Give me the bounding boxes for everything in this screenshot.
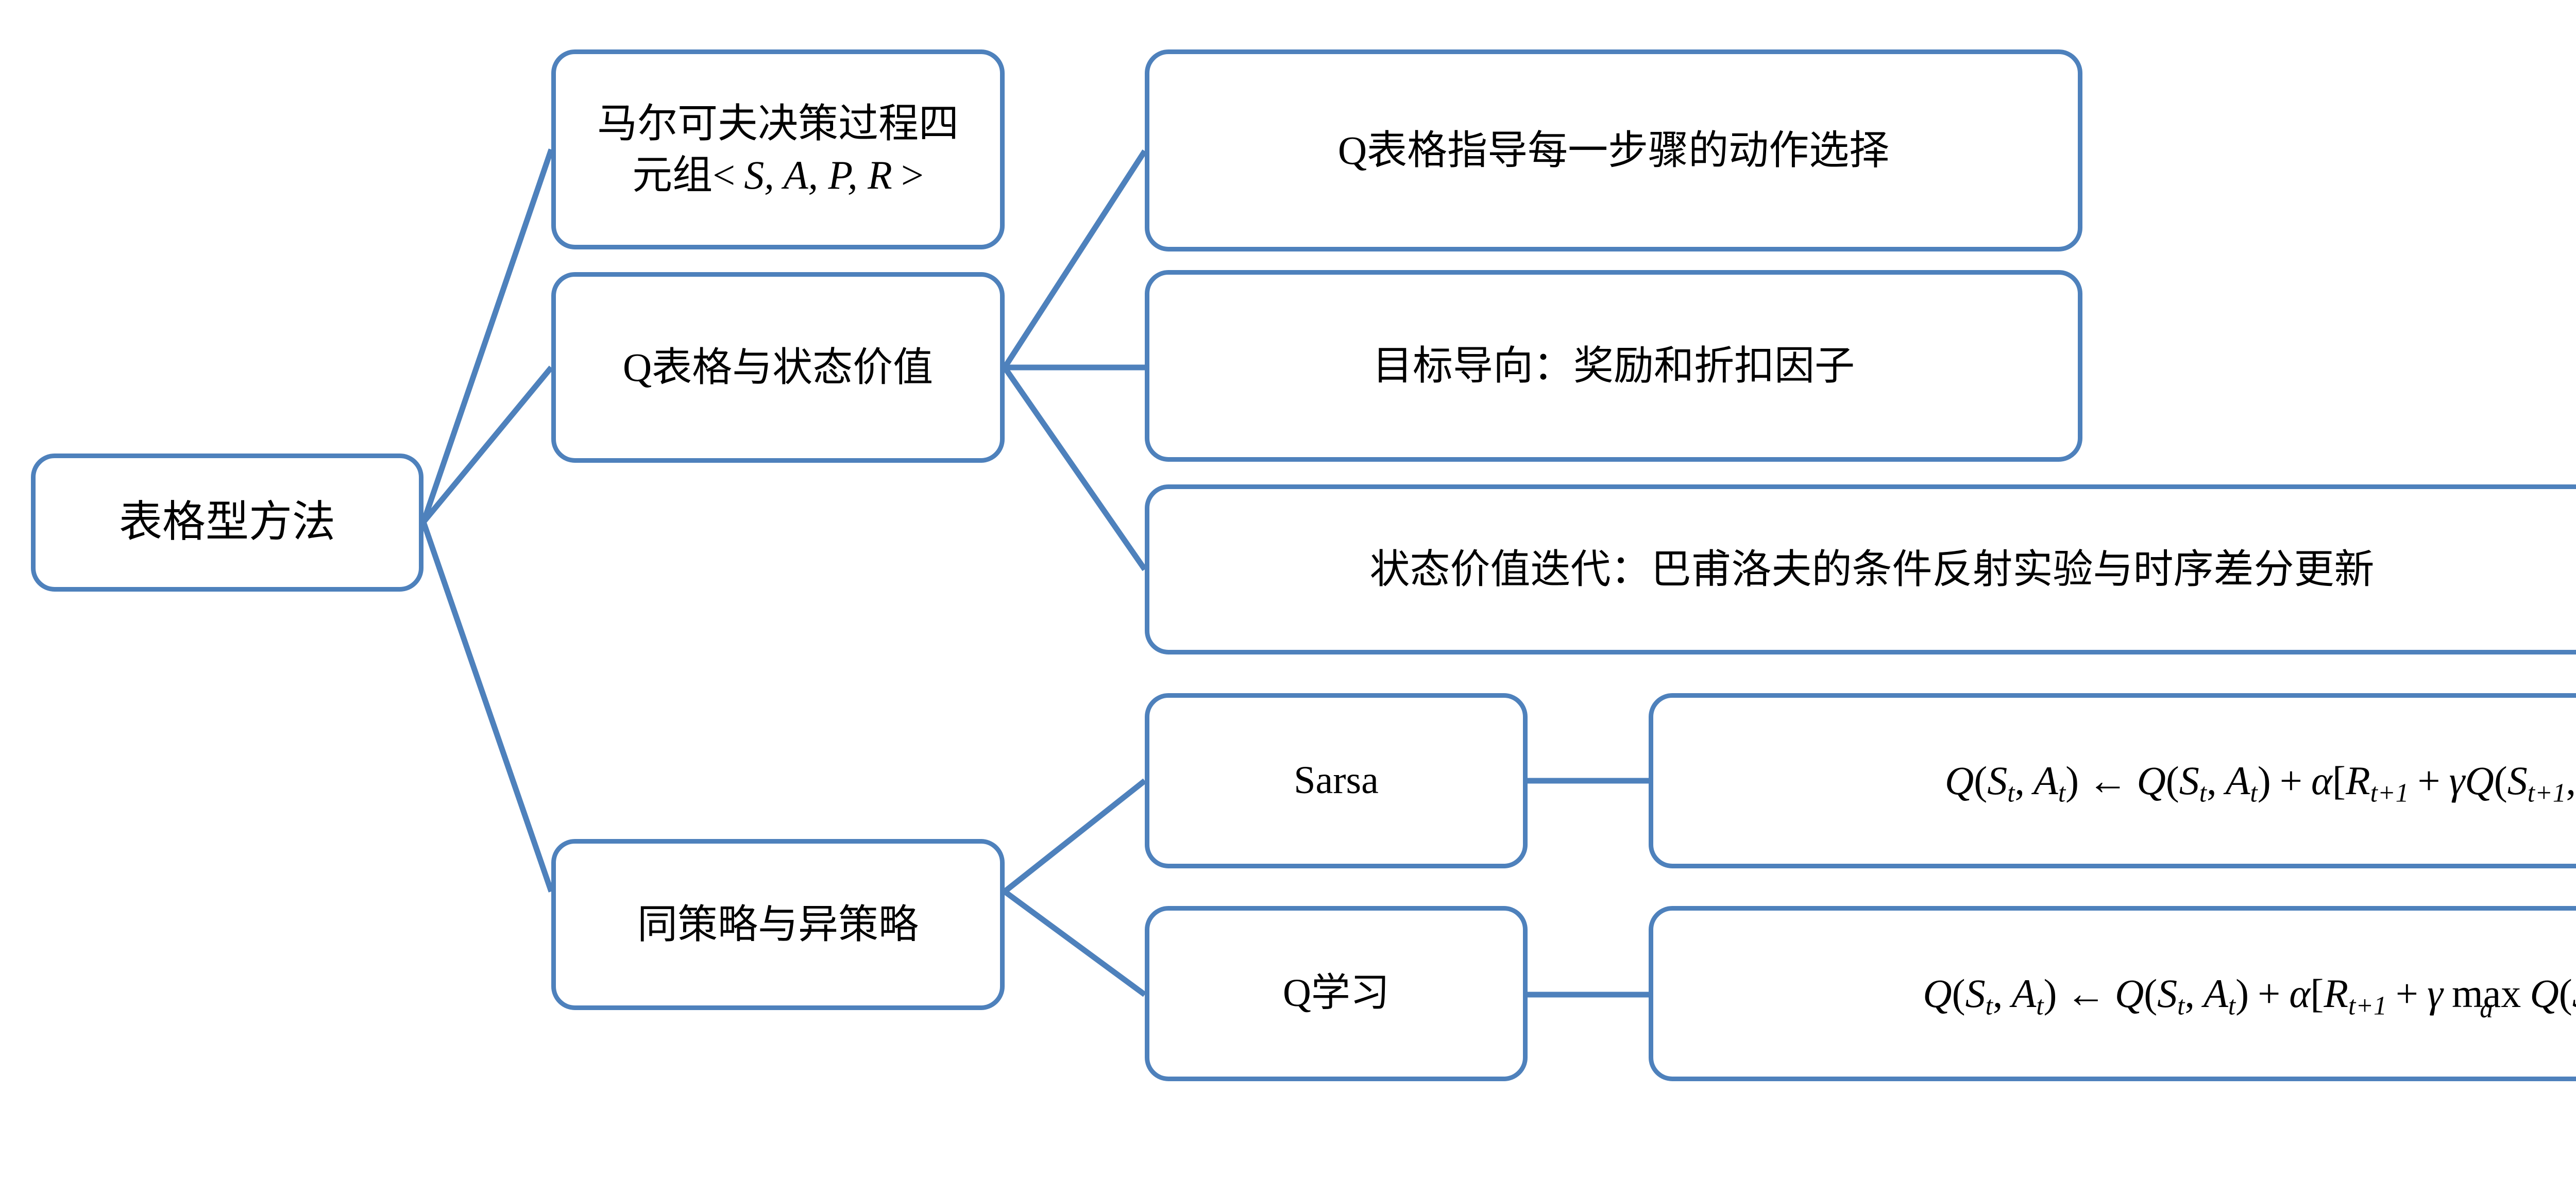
node-q-learning[interactable]: Q学习 [1145,906,1528,1081]
node-sarsa-label: Sarsa [1294,759,1379,802]
connector-onoffpol-to-qlearn [1003,889,1147,997]
connector-onoffpol-to-sarsa [1003,778,1147,894]
node-goal-reward-discount-label: 目标导向：奖励和折扣因子 [1372,343,1855,389]
node-on-off-policy[interactable]: 同策略与异策略 [551,839,1005,1010]
connector-qtable-to-child3 [1002,365,1147,572]
node-q-learning-formula[interactable]: Q(St,At)←Q(St,At)+α[Rt+1+γmaxaQ(St+1,a)−… [1649,906,2576,1081]
node-state-value-iteration[interactable]: 状态价值迭代：巴甫洛夫的条件反射实验与时序差分更新 [1145,484,2576,654]
node-qtable-guides-action[interactable]: Q表格指导每一步骤的动作选择 [1145,49,2082,251]
node-qtable-guides-action-label: Q表格指导每一步骤的动作选择 [1337,128,1890,173]
node-q-learning-label: Q学习 [1283,971,1389,1015]
node-mdp-tuple[interactable]: 马尔可夫决策过程四 元组<S, A, P, R> [551,49,1005,249]
node-on-off-policy-label: 同策略与异策略 [637,902,919,947]
node-qtable-statevalue[interactable]: Q表格与状态价值 [551,272,1005,463]
node-sarsa-formula[interactable]: Q(St,At)←Q(St,At)+α[Rt+1+γQ(St+1,At+1)−Q… [1649,693,2576,868]
node-qtable-statevalue-label: Q表格与状态价值 [622,345,934,390]
node-mdp-tuple-line1: 马尔可夫决策过程四 [597,101,959,146]
connector-root-to-mdp [420,148,554,523]
node-sarsa[interactable]: Sarsa [1145,693,1528,868]
sarsa-formula-expression: Q(St,At)←Q(St,At)+α[Rt+1+γQ(St+1,At+1)−Q… [1944,758,2576,808]
connector-root-to-qtable [421,365,554,524]
mdp-tuple-math: S, A, P, R [744,153,892,197]
mdp-tuple-suffix: > [901,153,924,197]
node-root[interactable]: 表格型方法 [31,454,423,592]
q-learning-formula-expression: Q(St,At)←Q(St,At)+α[Rt+1+γmaxaQ(St+1,a)−… [1665,968,2576,1024]
node-root-label: 表格型方法 [118,498,335,547]
connector-qtable-to-child1 [1002,149,1147,369]
mdp-tuple-prefix: 元组< [632,153,736,197]
node-goal-reward-discount[interactable]: 目标导向：奖励和折扣因子 [1145,270,2082,462]
node-mdp-tuple-line2: 元组<S, A, P, R> [567,149,989,201]
node-state-value-iteration-label: 状态价值迭代：巴甫洛夫的条件反射实验与时序差分更新 [1369,547,2375,592]
connector-root-to-onoffpol [420,521,554,893]
